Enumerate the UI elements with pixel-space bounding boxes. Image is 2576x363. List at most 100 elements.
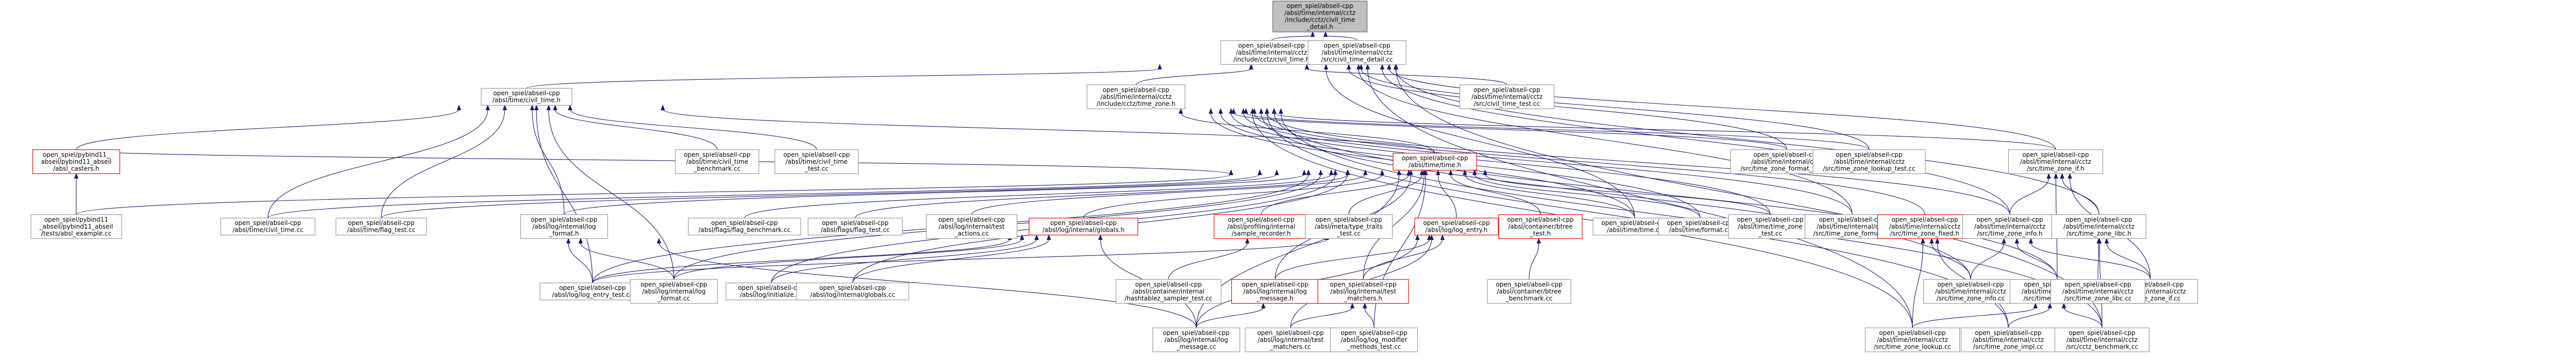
node-test-matchers-cc[interactable]: open_spiel/abseil-cpp/absl/log/internal/… [1245,327,1336,352]
edge-arrowhead [1436,169,1440,175]
node-globals-h[interactable]: open_spiel/abseil-cpp/absl/log/internal/… [1028,217,1139,236]
node-label-line: open_spiel/pybind11_ [43,151,110,158]
node-tz-h[interactable]: open_spiel/abseil-cpp/absl/time/internal… [1087,84,1185,109]
node-tz-test[interactable]: open_spiel/abseil-cpp/absl/time/time_zon… [1728,214,1812,239]
node-tz-fixed-h[interactable]: open_spiel/abseil-cpp/absl/time/internal… [1877,214,1973,239]
node-log-format-h[interactable]: open_spiel/abseil-cpp/absl/log/internal/… [520,214,608,239]
node-label-line: _matchers.h [1344,295,1382,302]
node-label-line: /absl/time/time_zone [1738,223,1803,230]
node-ct-bench[interactable]: open_spiel/abseil-cpp/absl/time/civil_ti… [675,149,759,174]
node-label-line: /absl/time/internal/cctz [1817,223,1888,230]
edge-tz-test-to-time-h [1485,174,1771,215]
node-tz-lookup-cc[interactable]: open_spiel/abseil-cpp/absl/time/internal… [1865,327,1960,352]
node-label-line: /absl/time/civil_time [786,158,848,165]
node-label-line: open_spiel/abseil-cpp [348,219,414,227]
edge-tz-lookup-cc-to-tz-fixed-h [1912,243,1923,328]
node-sample-recorder[interactable]: open_spiel/abseil-cpp/absl/profiling/int… [1213,214,1309,239]
edge-arrowhead [1472,169,1477,175]
edge-arrowhead [660,105,665,110]
node-format-cc[interactable]: open_spiel/abseil-cpp/absl/time/format.c… [1658,217,1742,236]
edge-pybind-casters-to-time-h [76,149,1231,175]
node-ct-test[interactable]: open_spiel/abseil-cpp/absl/time/civil_ti… [774,149,859,174]
node-label-line: /absl/time/internal/cctz [1751,158,1822,165]
node-label-line: open_spiel/abseil-cpp [531,216,597,223]
edge-tz-impl-h-to-tz-h [1274,113,2058,280]
edge-test-matchers-h-to-time-h [1363,174,1425,280]
node-label-line: open_spiel/abseil-cpp [234,219,301,227]
node-box [539,282,646,301]
node-btree-bench[interactable]: open_spiel/abseil-cpp/absl/container/btr… [1487,279,1571,304]
node-label-line: _benchmark.cc [693,165,741,172]
edge-arrowhead [1365,63,1370,70]
edge-arrowhead [1324,63,1328,70]
node-tz-impl-cc[interactable]: open_spiel/abseil-cpp/absl/time/internal… [1960,327,2056,352]
node-log-message-cc[interactable]: open_spiel/abseil-cpp/absl/log/internal/… [1152,327,1241,352]
node-label-line: open_spiel/abseil-cpp [1891,216,1958,223]
node-box [1812,149,1926,174]
edge-arrowhead [1229,108,1233,114]
edge-tz-libc-h-to-tz-if-h [2062,178,2099,215]
edge-arrowhead [1046,234,1052,240]
node-root[interactable]: open_spiel/abseil-cpp/absl/time/internal… [1272,1,1368,32]
node-label-line: /hashtablez_sampler_test.cc [1125,295,1212,302]
node-flags-flag-test[interactable]: open_spiel/abseil-cpp/absl/flags/flag_te… [807,217,903,236]
edge-tz-info-cc-to-tz-h [1261,113,1971,280]
node-civil-time-h[interactable]: open_spiel/abseil-cpp/absl/time/civil_ti… [481,88,572,106]
node-tz-if-h[interactable]: open_spiel/abseil-cpp/absl/time/internal… [2008,149,2104,174]
node-test-matchers-h[interactable]: open_spiel/abseil-cpp/absl/log/internal/… [1317,279,1409,304]
node-box [32,149,121,174]
node-label-line: open_spiel/abseil-cpp [1975,329,2041,336]
edge-btree-bench-to-btree-test [1529,243,1539,280]
node-btree-test[interactable]: open_spiel/abseil-cpp/absl/container/btr… [1498,214,1583,239]
edge-tz-info-h-to-tz-h [1266,113,2010,215]
edge-tz-format-cc-to-tz-h [1243,113,1853,215]
node-log-entry-h[interactable]: open_spiel/abseil-cpp/absl/log/log_entry… [1414,217,1499,236]
node-hashtablez-test[interactable]: open_spiel/abseil-cpp/absl/container/int… [1115,279,1222,304]
node-log-globals-cc[interactable]: open_spiel/abseil-cpp/absl/log/internal/… [796,282,909,301]
node-cctz-ct-test[interactable]: open_spiel/abseil-cpp/absl/time/internal… [1459,84,1555,109]
edge-tz-info-cc-to-tz-info-h [1970,243,2005,280]
node-label-line: /src/time_zone_fixed.h [1890,230,1959,237]
edge-tz-info-cc-to-tz-fixed-h [1931,243,1971,280]
node-tz-info-h[interactable]: open_spiel/abseil-cpp/absl/time/internal… [1962,214,2058,239]
edge-arrowhead [1249,63,1253,70]
edge-arrowhead [1020,234,1024,240]
edge-arrowhead [502,105,507,110]
node-ct-h[interactable]: open_spiel/abseil-cpp/absl/time/internal… [1220,40,1323,65]
node-label-line: open_spiel/abseil-cpp [2022,151,2089,158]
node-time-h[interactable]: open_spiel/abseil-cpp/absl/time/time.h [1393,152,1477,171]
edge-civil-time-cc-to-civil-time-h [267,109,488,218]
edge-arrowhead [1258,169,1262,175]
node-label-line: /absl/log/internal/test [1330,288,1396,295]
node-tz-libc-h[interactable]: open_spiel/abseil-cpp/absl/time/internal… [2051,214,2147,239]
node-box [796,282,909,301]
node-type-traits-test[interactable]: open_spiel/abseil-cpp/absl/meta/type_tra… [1304,214,1393,239]
edge-log-entry-test-to-log-format-h [568,243,593,283]
node-civil-time-cc[interactable]: open_spiel/abseil-cpp/absl/time/civil_ti… [220,217,316,236]
node-log-message-h[interactable]: open_spiel/abseil-cpp/absl/log/internal/… [1231,279,1319,304]
node-log-format-cc[interactable]: open_spiel/abseil-cpp/absl/log/internal/… [630,279,718,304]
node-tz-info-cc[interactable]: open_spiel/abseil-cpp/absl/time/internal… [1923,279,2019,304]
node-tz-libc-cc[interactable]: open_spiel/abseil-cpp/absl/time/internal… [2050,279,2146,304]
edge-arrowhead [568,105,572,110]
node-flags-bench[interactable]: open_spiel/abseil-cpp/absl/flags/flag_be… [688,217,801,236]
node-test-actions[interactable]: open_spiel/abseil-cpp/absl/log/internal/… [926,214,1018,239]
node-label-line: /src/time_zone_format.cc [1814,230,1891,237]
node-pybind-example[interactable]: open_spiel/pybind11_abseil/pybind11_abse… [30,214,122,239]
node-box [1330,327,1418,352]
node-box [2054,327,2150,352]
node-label-line: /absl/time/internal/cctz [1471,93,1543,100]
node-box [220,217,316,236]
node-log-entry-test[interactable]: open_spiel/abseil-cpp/absl/log/log_entry… [539,282,646,301]
node-flag-test[interactable]: open_spiel/abseil-cpp/absl/time/flag_tes… [335,217,427,236]
node-label-line: /absl/time/internal/cctz [1100,93,1172,100]
edge-tz-lookup-test-to-tz-h [1245,112,1870,150]
node-tz-lookup-test[interactable]: open_spiel/abseil-cpp/absl/time/internal… [1812,149,1926,174]
node-log-modifier-test[interactable]: open_spiel/abseil-cpp/absl/log/log_modif… [1330,327,1418,352]
node-pybind-casters[interactable]: open_spiel/pybind11_abseil/pybind11_abse… [32,149,121,174]
node-ctdetail-cc[interactable]: open_spiel/abseil-cpp/absl/time/internal… [1308,40,1406,65]
edge-format-cc-to-time-h [1474,174,1701,218]
node-label-line: open_spiel/abseil-cpp [1601,219,1668,227]
node-cctz-bench[interactable]: open_spiel/abseil-cpp/absl/time/internal… [2054,327,2150,352]
node-label-line: /absl/log/internal/log [1243,288,1307,295]
